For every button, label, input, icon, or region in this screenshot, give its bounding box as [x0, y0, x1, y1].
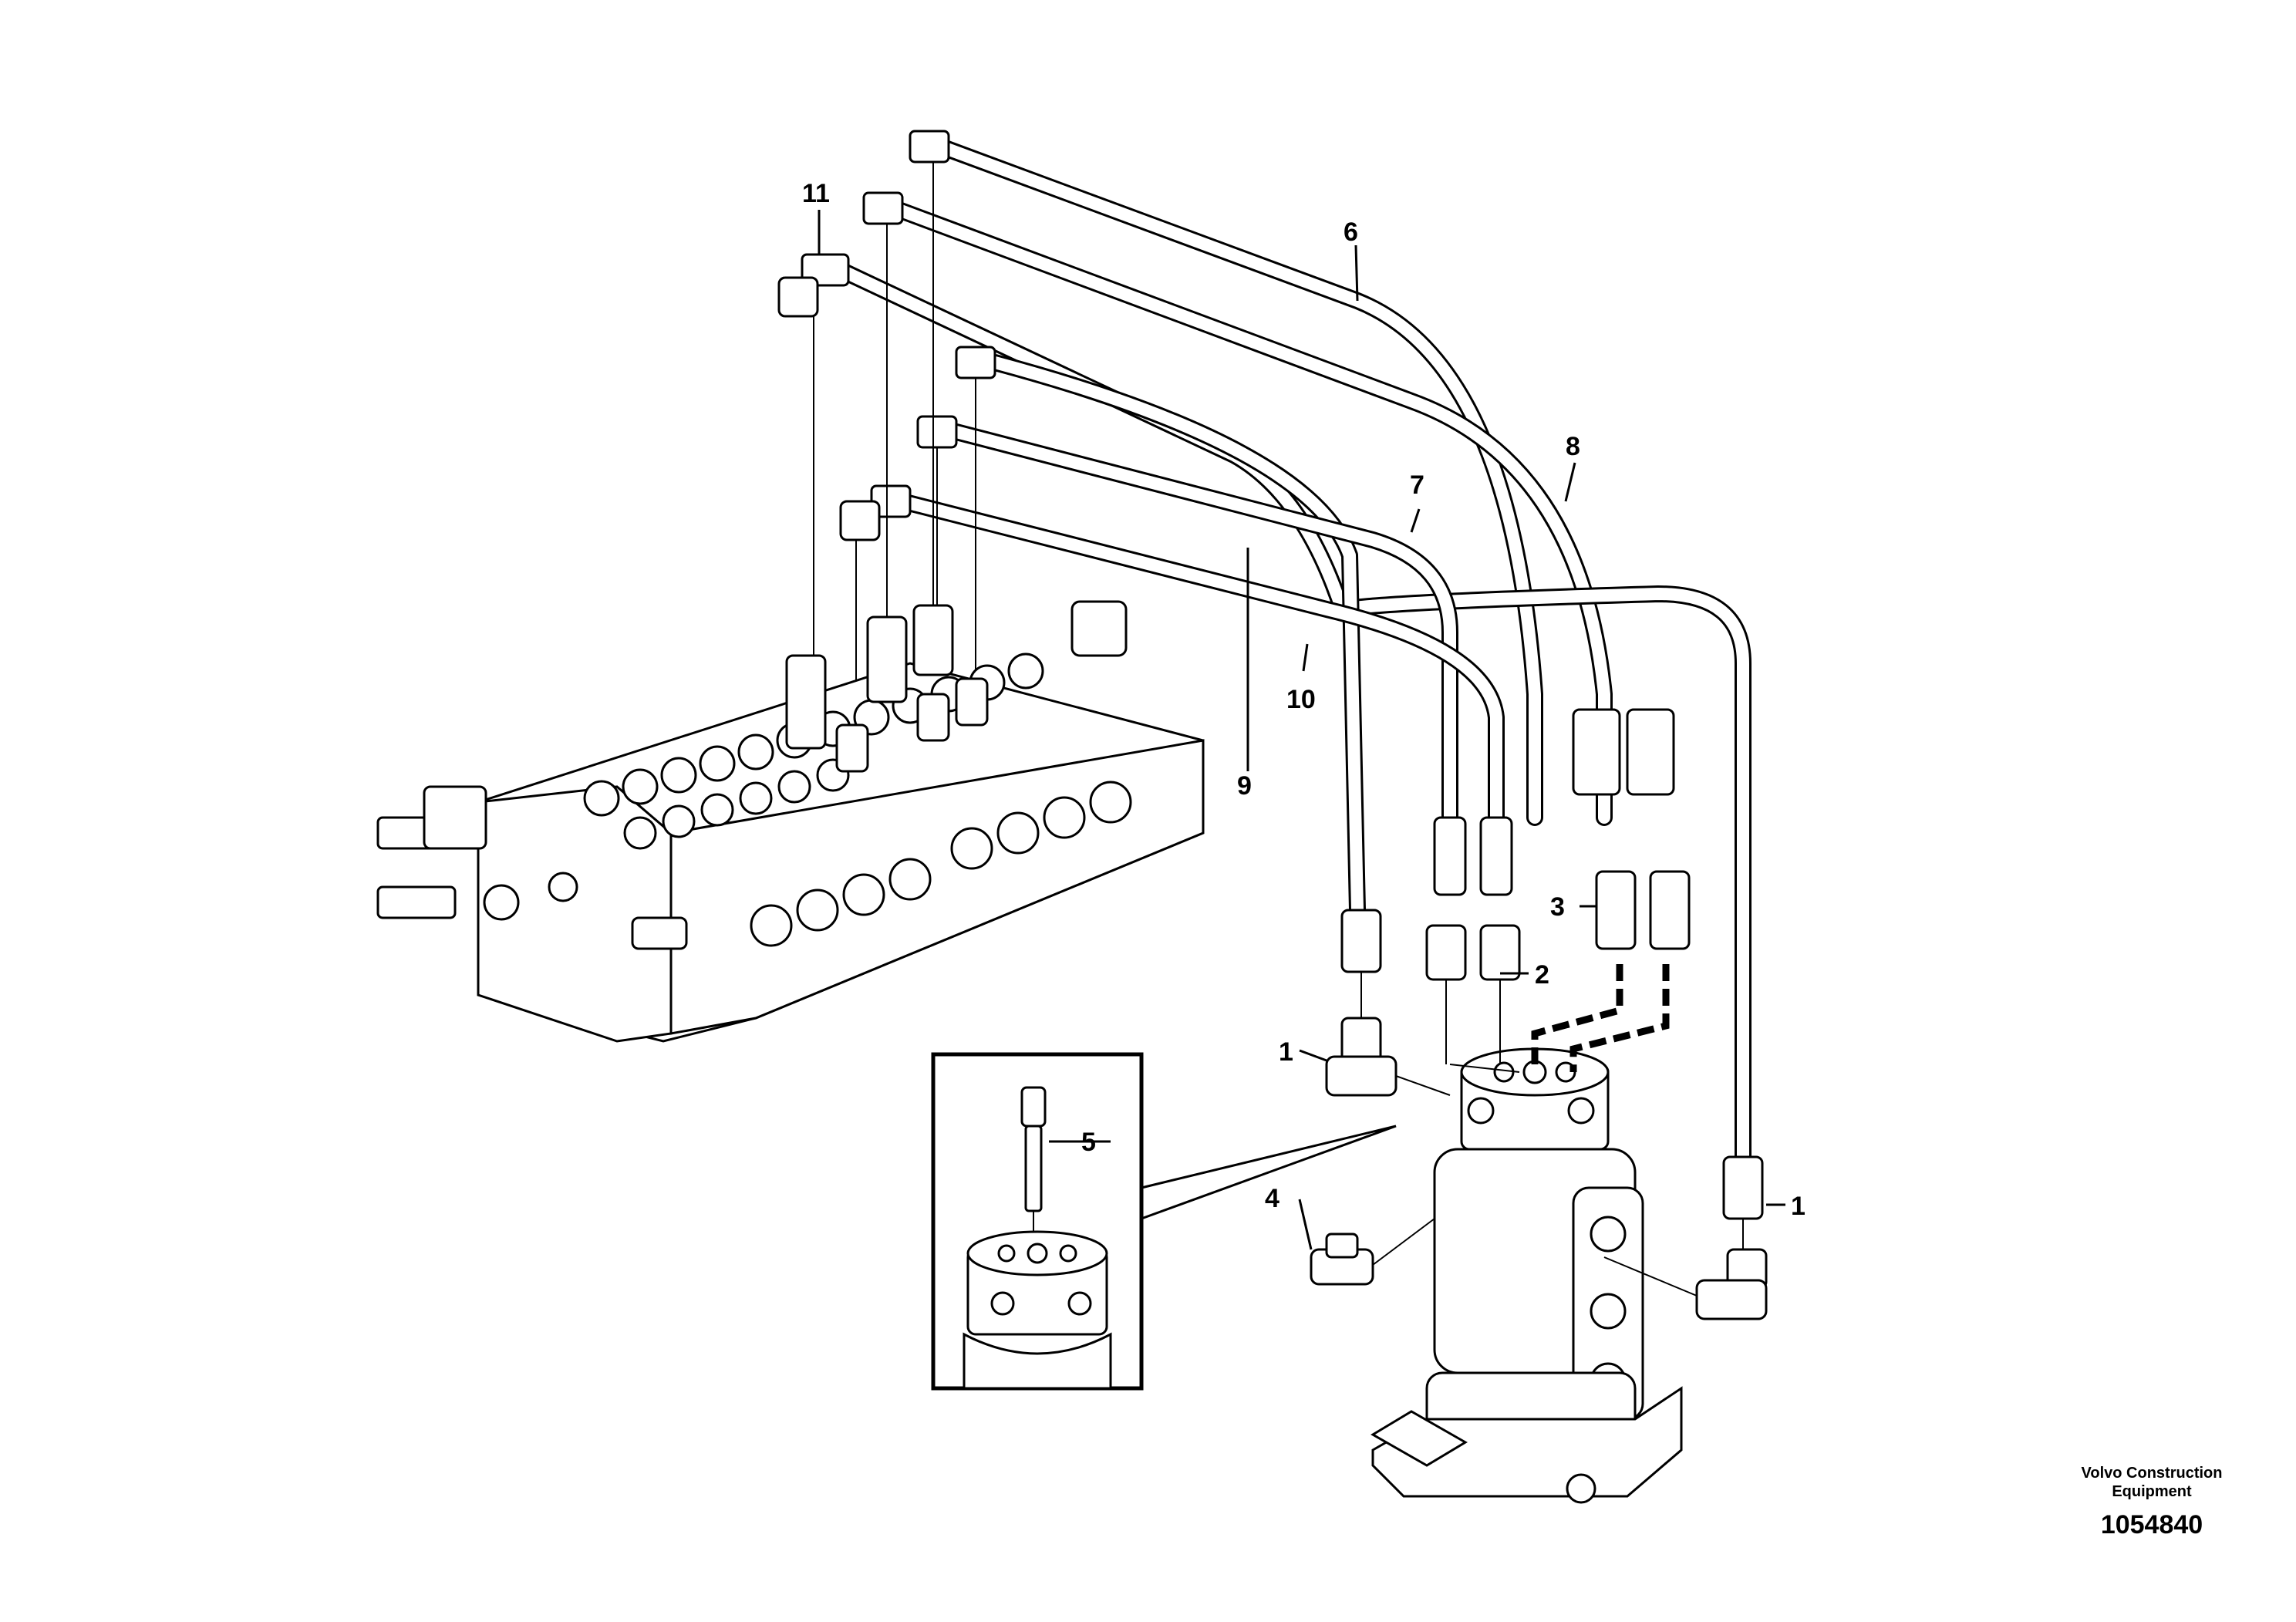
part-5-pin	[1020, 1086, 1047, 1257]
control-valve-block	[376, 600, 1205, 1043]
brand-label: Volvo Construction Equipment	[2028, 1464, 2275, 1501]
hose-lower-ends	[1340, 708, 1764, 1249]
dashed-connections	[1531, 964, 1670, 1072]
hose-8	[886, 200, 1613, 826]
detail-inset	[931, 1052, 1397, 1391]
brand-line-2: Equipment	[2112, 1483, 2192, 1500]
part-1-elbow-right	[1603, 1248, 1768, 1320]
callout-11: 11	[802, 179, 830, 208]
callout-10: 10	[1286, 685, 1316, 714]
part-1-elbow-left	[1325, 1017, 1451, 1097]
callout-9: 9	[1237, 771, 1252, 801]
part-2-adapters	[1425, 924, 1521, 1073]
callout-8: 8	[1566, 432, 1580, 461]
callout-leaders	[818, 210, 1785, 1250]
brand-line-1: Volvo Construction	[2081, 1465, 2223, 1482]
hose-9-upper	[948, 423, 1458, 826]
hose-end-fittings	[777, 130, 996, 541]
callout-6: 6	[1344, 218, 1358, 247]
hose-9-lower	[894, 493, 1505, 826]
swivel-top-detail	[963, 1230, 1112, 1390]
document-number: 1054840	[2100, 1510, 2203, 1539]
callout-2: 2	[1535, 960, 1549, 990]
callout-1-right: 1	[1791, 1192, 1805, 1221]
callout-3: 3	[1550, 892, 1565, 922]
callout-4: 4	[1265, 1184, 1279, 1213]
valve-adapters	[785, 600, 1128, 773]
valve-front-ports	[483, 781, 1132, 950]
callout-1-left: 1	[1279, 1037, 1293, 1067]
part-3-adapters	[1595, 870, 1691, 950]
callout-numbers: 11 6 8 7 10 9 3 2 1 5 4 1	[802, 179, 1805, 1221]
swivel-joint	[1371, 1047, 1683, 1504]
part-4-elbow	[1310, 1218, 1435, 1286]
callout-5: 5	[1081, 1128, 1096, 1157]
callout-7: 7	[1410, 470, 1424, 500]
